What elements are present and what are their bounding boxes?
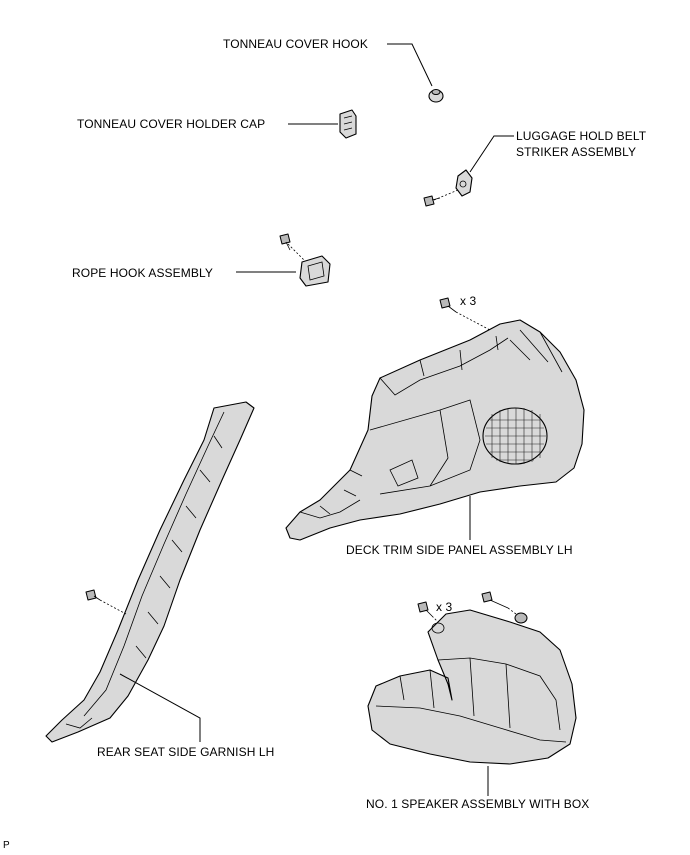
label-luggage-hold-belt-line1: LUGGAGE HOLD BELT — [516, 129, 647, 143]
label-tonneau-cover-holder-cap: TONNEAU COVER HOLDER CAP — [77, 117, 266, 131]
label-speaker-screw-quantity: x 3 — [436, 600, 453, 614]
label-tonneau-cover-hook: TONNEAU COVER HOOK — [223, 37, 368, 51]
speaker-assembly-with-box — [367, 591, 577, 796]
corner-mark: P — [3, 840, 10, 851]
deck-trim-side-panel — [285, 297, 585, 541]
luggage-hold-belt-striker — [423, 135, 514, 207]
tonneau-cover-hook — [387, 43, 444, 103]
speaker-grille-mesh — [482, 407, 548, 465]
clip-icon — [85, 589, 101, 601]
screw-icon — [279, 233, 291, 251]
screw-icon — [439, 297, 457, 313]
label-luggage-hold-belt-line2: STRIKER ASSEMBLY — [516, 145, 637, 159]
rope-hook-assembly — [236, 233, 331, 287]
label-speaker-assembly: NO. 1 SPEAKER ASSEMBLY WITH BOX — [366, 797, 590, 811]
label-rope-hook-assembly: ROPE HOOK ASSEMBLY — [72, 266, 213, 280]
bolt-icon — [423, 195, 441, 207]
tonneau-cover-holder-cap — [288, 109, 357, 139]
rear-seat-side-garnish — [45, 401, 255, 743]
bolt-icon — [481, 591, 509, 609]
label-deck-trim-screw-quantity: x 3 — [460, 294, 477, 308]
label-rear-seat-side-garnish: REAR SEAT SIDE GARNISH LH — [97, 745, 275, 759]
label-deck-trim-side-panel: DECK TRIM SIDE PANEL ASSEMBLY LH — [346, 543, 573, 557]
screw-icon — [417, 601, 433, 617]
